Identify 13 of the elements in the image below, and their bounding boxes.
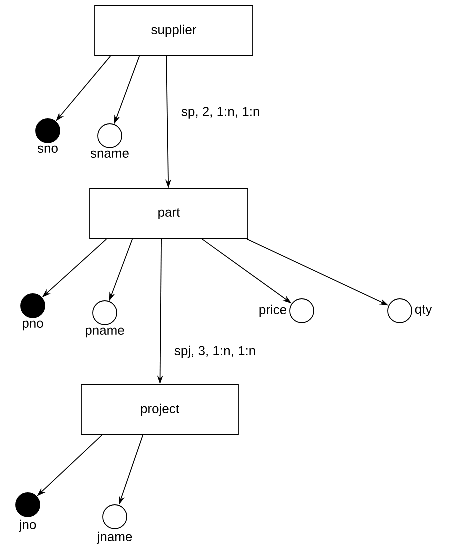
edge-label: sp, 2, 1:n, 1:n bbox=[180, 106, 262, 120]
node-label: jname bbox=[96, 532, 132, 544]
node-label: sname bbox=[90, 150, 129, 158]
entity-box: part bbox=[90, 188, 248, 240]
node-label: jno bbox=[19, 520, 36, 532]
node-label: sno bbox=[38, 146, 58, 154]
node-label: price bbox=[260, 304, 287, 318]
node-label: pname bbox=[86, 328, 124, 338]
entity-box: project bbox=[81, 384, 239, 436]
edge-label: spj, 3, 1:n, 1:n bbox=[173, 344, 258, 360]
entity-box: supplier bbox=[94, 6, 254, 56]
node-label: qty bbox=[415, 305, 432, 317]
node-label: pno bbox=[22, 320, 44, 331]
